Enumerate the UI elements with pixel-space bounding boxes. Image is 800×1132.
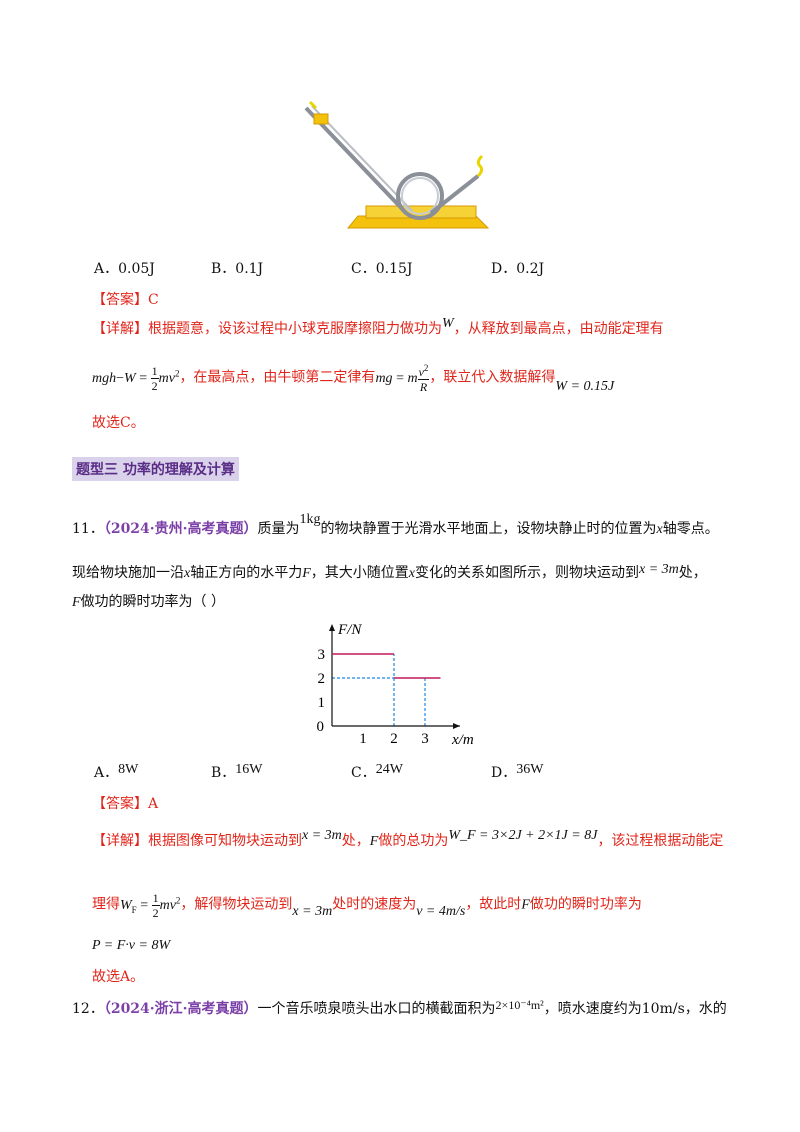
x-axis-arrow bbox=[453, 723, 460, 729]
q11-stem2-a: 现给物块施加一沿 bbox=[72, 565, 184, 581]
q10-option-d: D．0.2J bbox=[491, 261, 545, 277]
origin-label: 0 bbox=[317, 719, 325, 735]
q12-number: 12． bbox=[72, 1001, 104, 1017]
q11-answer: 【答案】A bbox=[92, 793, 158, 813]
x-tick-label-1: 1 bbox=[359, 731, 367, 747]
detail-c: 做的总功为 bbox=[378, 833, 449, 849]
q11-stem2-e: 处， bbox=[678, 565, 707, 581]
q11-var-f: F bbox=[302, 566, 311, 581]
option-value: 16W bbox=[235, 762, 263, 777]
q11-option-a: A．8W bbox=[94, 762, 138, 782]
detail2-b: ，解得物块运动到 bbox=[180, 896, 293, 913]
q11-stem-line1: 11．（2024·贵州·高考真题）质量为1kg的物块静置于光滑水平地面上，设物块… bbox=[72, 512, 719, 538]
detail-tag: 【详解】 bbox=[92, 833, 148, 849]
option-letter: B． bbox=[211, 765, 236, 781]
q12-stem-b: ，喷水速度约为10m/s，水的 bbox=[543, 1001, 727, 1017]
detail2-d: ，故此时 bbox=[465, 896, 522, 913]
loop-track-apparatus-image bbox=[304, 100, 490, 229]
detail2-a: 理得 bbox=[92, 896, 120, 913]
q11-stem2-c: ，其大小随位置 bbox=[310, 565, 409, 581]
section-heading: 题型三 功率的理解及计算 bbox=[72, 457, 239, 481]
q10-option-c: C．0.15J bbox=[351, 261, 413, 277]
detail2-c: 处时的速度为 bbox=[332, 896, 417, 913]
answer-value: A bbox=[148, 796, 159, 812]
option-letter: D． bbox=[491, 765, 517, 781]
detail-position: x = 3m bbox=[302, 828, 342, 843]
detail-line2-text-a: ，在最高点，由牛顿第二定律有 bbox=[179, 369, 376, 386]
q11-mass: 1kg bbox=[299, 512, 321, 527]
detail-d: ，该过程根据动能定 bbox=[597, 833, 724, 849]
detail-text: 根据题意，设该过程中小球克服摩擦阻力做功为 bbox=[148, 321, 442, 337]
q11-var-x: x bbox=[656, 522, 663, 537]
detail2-e: 做功的瞬时功率为 bbox=[529, 896, 642, 913]
q11-source: （2024·贵州·高考真题） bbox=[103, 521, 258, 537]
q10-option-a: A．0.05J bbox=[94, 261, 155, 277]
detail-var-f: F bbox=[369, 834, 379, 849]
x-tick-label-2: 2 bbox=[390, 731, 398, 747]
detail-tag: 【详解】 bbox=[92, 321, 148, 337]
option-value: 24W bbox=[375, 762, 403, 777]
q11-stem-b: 的物块静置于光滑水平地面上，设物块静止时的位置为 bbox=[320, 521, 657, 537]
detail-line2-text-b: ，联立代入数据解得 bbox=[429, 369, 556, 386]
option-value: 8W bbox=[118, 762, 139, 777]
answer-value: C bbox=[148, 292, 159, 308]
q11-option-b: B．16W bbox=[211, 762, 263, 782]
q11-option-c: C．24W bbox=[351, 762, 403, 782]
y-tick-label-1: 1 bbox=[318, 695, 326, 711]
x-tick-label-3: 3 bbox=[421, 731, 429, 747]
q11-stem2-d: 变化的关系如图所示，则物块运动到 bbox=[415, 565, 639, 581]
detail-work-equation: W_F = 3×2J + 2×1J = 8J bbox=[448, 828, 598, 843]
option-letter: A． bbox=[94, 765, 119, 781]
detail-text-end: ，从释放到最高点，由动能定理有 bbox=[453, 321, 664, 337]
answer-tag: 【答案】 bbox=[92, 292, 148, 308]
q12-stem-a: 一个音乐喷泉喷头出水口的横截面积为 bbox=[257, 1001, 496, 1017]
answer-tag: 【答案】 bbox=[92, 796, 148, 812]
q11-stem-line2: 现给物块施加一沿x轴正方向的水平力F，其大小随位置x变化的关系如图所示，则物块运… bbox=[72, 562, 707, 582]
detail2-position: x = 3m bbox=[292, 903, 333, 919]
q11-stem3: 做功的瞬时功率为（ ） bbox=[80, 594, 226, 610]
q11-stem-c: 轴零点。 bbox=[662, 521, 719, 537]
q11-stem2-b: 轴正方向的水平力 bbox=[190, 565, 303, 581]
power-equation: P = F·v = 8W bbox=[92, 938, 171, 953]
y-axis-arrow bbox=[329, 624, 335, 631]
q11-conclusion: 故选A。 bbox=[92, 969, 145, 985]
velocity-equation: v = 4m/s bbox=[416, 903, 466, 919]
detail-a: 根据图像可知物块运动到 bbox=[148, 833, 302, 849]
q10-answer: 【答案】C bbox=[92, 289, 159, 309]
q11-number: 11． bbox=[72, 521, 104, 537]
x-axis-label: x/m bbox=[451, 732, 474, 748]
option-letter: C． bbox=[351, 765, 376, 781]
q10-option-b: B．0.1J bbox=[211, 261, 264, 277]
result-equation: W = 0.15J bbox=[555, 378, 615, 394]
q10-conclusion: 故选C。 bbox=[92, 415, 145, 431]
q12-area: 2×10⁻⁴m² bbox=[495, 998, 544, 1012]
q11-var-x3: x bbox=[408, 566, 415, 581]
y-axis-label: F/N bbox=[337, 622, 362, 638]
y-tick-label-2: 2 bbox=[318, 671, 326, 687]
q11-var-f2: F bbox=[72, 595, 81, 610]
force-position-chart: 1 2 3 1 2 3 0 x/m F/N bbox=[317, 622, 474, 748]
q11-position: x = 3m bbox=[639, 562, 679, 577]
q11-detail-line1: 【详解】根据图像可知物块运动到x = 3m处，F做的总功为W_F = 3×2J … bbox=[92, 828, 724, 850]
q11-stem-a: 质量为 bbox=[257, 521, 300, 537]
q11-var-x2: x bbox=[184, 566, 191, 581]
option-value: 36W bbox=[516, 762, 544, 777]
detail-b: 处， bbox=[341, 833, 370, 849]
q12-stem: 12．（2024·浙江·高考真题）一个音乐喷泉喷头出水口的横截面积为2×10⁻⁴… bbox=[72, 998, 727, 1018]
detail-var-w: W bbox=[442, 316, 454, 331]
q10-detail-line1: 【详解】根据题意，设该过程中小球克服摩擦阻力做功为W，从释放到最高点，由动能定理… bbox=[92, 316, 664, 338]
q12-source: （2024·浙江·高考真题） bbox=[103, 1001, 258, 1017]
detail2-var-f: F bbox=[521, 897, 530, 913]
y-tick-label-3: 3 bbox=[318, 647, 326, 663]
q11-stem-line3: F做功的瞬时功率为（ ） bbox=[72, 591, 225, 611]
q11-option-d: D．36W bbox=[491, 762, 543, 782]
